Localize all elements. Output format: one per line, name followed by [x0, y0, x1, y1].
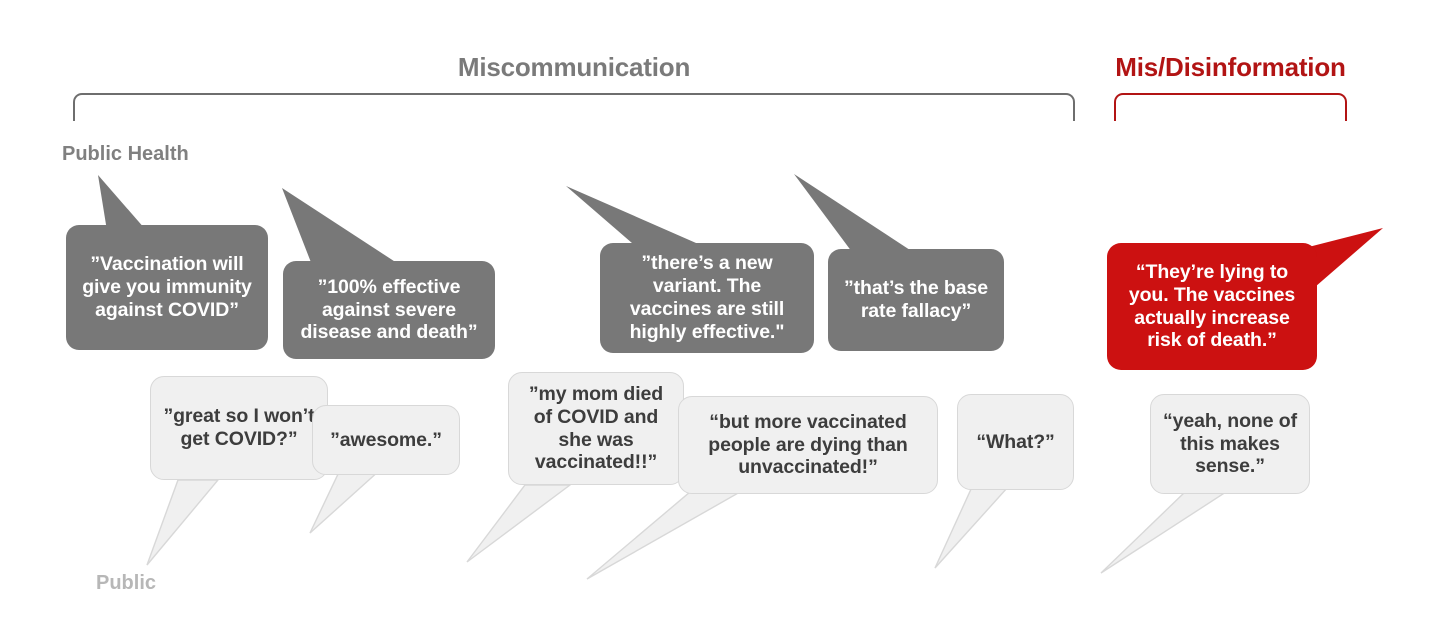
speech-bubble-public-5: “What?” — [957, 394, 1074, 490]
speech-bubble-text: ”there’s a new variant. The vaccines are… — [629, 252, 785, 343]
row-label-public: Public — [96, 572, 157, 594]
speech-bubble-text: “yeah, none of this makes sense.” — [1162, 409, 1298, 478]
speech-bubble-public-4: “but more vaccinated people are dying th… — [678, 396, 938, 494]
tail-ph-4 — [794, 174, 913, 252]
category-title-miscommunication: Miscommunication — [457, 52, 691, 82]
category-title-misdisinformation: Mis/Disinformation — [1115, 52, 1346, 82]
tail-pub-5 — [934, 486, 1010, 569]
speech-bubble-public-2: ”awesome.” — [312, 405, 460, 475]
speech-bubble-text: ”my mom died of COVID and she was vaccin… — [528, 382, 664, 474]
speech-bubble-text: ”Vaccination will give you immunity agai… — [82, 253, 252, 321]
speech-bubble-text: “They’re lying to you. The vaccines actu… — [1128, 260, 1296, 352]
tail-pub-3 — [466, 484, 573, 563]
speech-bubble-disinformation: “They’re lying to you. The vaccines actu… — [1107, 243, 1317, 370]
tail-ph-2 — [282, 188, 400, 265]
speech-bubble-text: ”100% effective against severe disease a… — [300, 275, 478, 344]
row-label-public-health: Public Health — [62, 143, 189, 165]
speech-bubble-public-health-2: ”100% effective against severe disease a… — [283, 261, 495, 359]
speech-bubble-text: ”that’s the base rate fallacy” — [844, 277, 988, 322]
tail-pub-1 — [146, 479, 220, 566]
speech-bubble-public-6: “yeah, none of this makes sense.” — [1150, 394, 1310, 494]
bracket-miscommunication — [73, 93, 1075, 121]
tail-ph-3 — [566, 186, 712, 250]
tail-pub-2 — [309, 469, 382, 534]
tail-pub-4 — [586, 491, 743, 580]
speech-bubble-text: ”awesome.” — [330, 428, 442, 451]
bracket-misdisinformation — [1114, 93, 1347, 121]
speech-bubble-text: “What?” — [976, 430, 1055, 453]
speech-bubble-public-health-4: ”that’s the base rate fallacy” — [828, 249, 1004, 351]
speech-bubble-public-3: ”my mom died of COVID and she was vaccin… — [508, 372, 684, 485]
tail-pub-6 — [1100, 491, 1229, 574]
speech-bubble-public-health-1: ”Vaccination will give you immunity agai… — [66, 225, 268, 350]
speech-bubble-public-1: ”great so I won’t get COVID?” — [150, 376, 328, 480]
speech-bubble-public-health-3: ”there’s a new variant. The vaccines are… — [600, 243, 814, 353]
speech-bubble-text: “but more vaccinated people are dying th… — [708, 410, 908, 479]
speech-bubble-text: ”great so I won’t get COVID?” — [163, 405, 315, 450]
